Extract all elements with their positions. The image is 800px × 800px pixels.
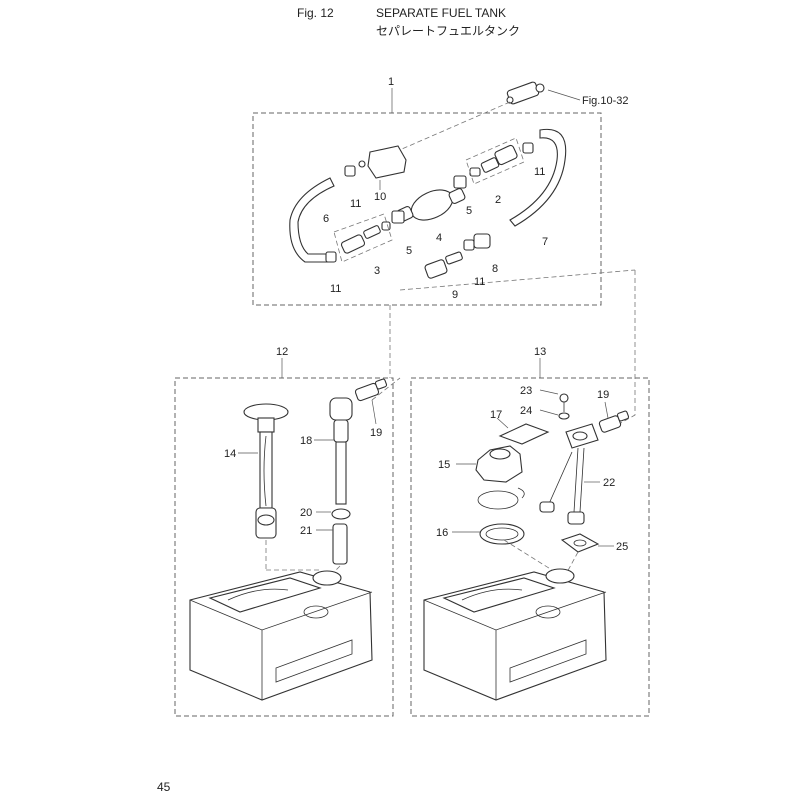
figure-number: Fig. 12: [297, 6, 334, 20]
callout-6: 6: [323, 213, 329, 225]
gasket-part-17: [498, 423, 550, 445]
gasket-part-25: [560, 533, 600, 553]
fuel-connector-part-10: [358, 145, 407, 179]
washer-part-24: [558, 412, 570, 420]
callout-1: 1: [388, 76, 394, 88]
leader-line: [371, 399, 377, 425]
group-outline: [333, 213, 393, 263]
leader-line: [604, 401, 609, 419]
fuel-line-assembly-box: [252, 112, 602, 306]
cross-reference-label: Fig.10-32: [582, 95, 628, 107]
fitting-part-8: [473, 233, 491, 249]
callout-3: 3: [374, 265, 380, 277]
leader-line: [547, 89, 581, 101]
callout-4: 4: [436, 232, 442, 244]
callout-15: 15: [438, 459, 450, 471]
routing-line: [371, 377, 401, 401]
callout-14: 14: [224, 448, 236, 460]
callout-13: 13: [534, 346, 546, 358]
callout-11b: 11: [330, 283, 341, 295]
callout-24: 24: [520, 405, 532, 417]
callout-10: 10: [374, 191, 386, 203]
routing-line: [399, 269, 636, 291]
routing-line: [503, 539, 553, 571]
callout-labels: 1 Fig.10-32 10 11 6 11 3 5 4 5 2 11 7 8 …: [224, 76, 628, 553]
filter-part-21: [332, 523, 348, 565]
fitting-part-19-left: [354, 378, 388, 402]
ring-part-5: [391, 175, 467, 224]
fitting-part-19-right: [598, 410, 630, 433]
fuel-tank-left: [189, 570, 373, 701]
screw-part-23: [559, 393, 569, 412]
o-ring-part-20: [331, 508, 351, 520]
group-outline: [465, 137, 525, 185]
diagram-title-japanese: セパレートフュエルタンク: [376, 24, 521, 38]
fuel-tank-right: [423, 568, 607, 701]
callout-11a: 11: [350, 198, 361, 210]
filler-cap-part-15: [475, 445, 525, 510]
engine-connector: [506, 81, 545, 105]
callout-21: 21: [300, 525, 312, 537]
routing-line: [611, 270, 636, 429]
callout-12: 12: [276, 346, 288, 358]
connector-part-3: [340, 221, 391, 254]
diagram-title: SEPARATE FUEL TANK: [376, 6, 507, 20]
callout-2: 2: [495, 194, 501, 206]
callout-8: 8: [492, 263, 498, 275]
callout-5a: 5: [406, 245, 412, 257]
fuel-gauge-part-14: [243, 403, 289, 539]
callout-23: 23: [520, 385, 532, 397]
callout-25: 25: [616, 541, 628, 553]
fuel-pickup-part-18: [329, 397, 353, 505]
page-number: 45: [157, 780, 171, 794]
callout-19-right: 19: [597, 389, 609, 401]
connector-part-2: [469, 144, 518, 177]
fuel-hose-part-7: [509, 128, 567, 227]
leader-line: [539, 409, 559, 416]
callout-18: 18: [300, 435, 312, 447]
fitting-part-9: [424, 251, 463, 279]
callout-22: 22: [603, 477, 615, 489]
callout-5b: 5: [466, 205, 472, 217]
leader-line: [539, 389, 559, 395]
callout-7: 7: [542, 236, 548, 248]
callout-9: 9: [452, 289, 458, 301]
callout-19-left: 19: [370, 427, 382, 439]
retaining-ring-part-16: [479, 523, 525, 545]
callout-20: 20: [300, 507, 312, 519]
callout-16: 16: [436, 527, 448, 539]
sender-unit-part-22: [539, 423, 599, 525]
retaining-ring-inner: [485, 527, 519, 541]
tank-assembly-12-box: [174, 377, 394, 717]
leader-line: [496, 417, 509, 429]
routing-line: [394, 101, 511, 153]
callout-11c: 11: [534, 166, 545, 178]
callout-17: 17: [490, 409, 502, 421]
callout-11d: 11: [474, 276, 485, 288]
primer-bulb-part-4: [396, 188, 466, 222]
